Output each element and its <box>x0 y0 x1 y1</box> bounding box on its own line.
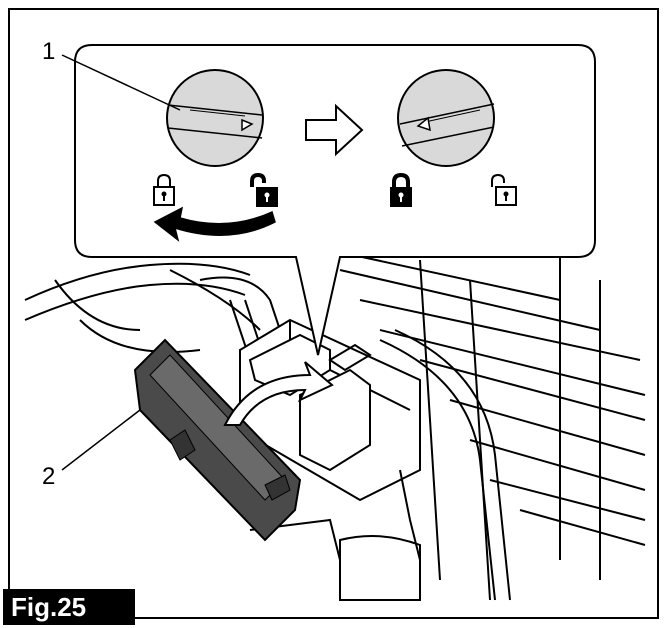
knob-locked <box>397 69 495 167</box>
figure-label: Fig.25 <box>3 589 135 625</box>
battery-cover <box>133 338 302 542</box>
direction-arrow <box>305 103 364 157</box>
figure-border <box>8 8 659 619</box>
callout-leader-1 <box>61 54 181 111</box>
cover-rotation-arrow <box>223 361 334 426</box>
knob-unlocked <box>166 69 264 167</box>
lock-closed-solid-icon <box>390 172 412 207</box>
counterclockwise-arrow <box>153 206 276 242</box>
lock-open-outline-icon-2 <box>491 173 517 206</box>
callout-2: 2 <box>42 463 56 490</box>
callout-leader-2 <box>61 409 141 471</box>
lock-open-outline-icon <box>153 173 175 206</box>
machine-frame-lines <box>24 249 646 601</box>
callout-1: 1 <box>42 38 56 65</box>
lock-open-solid-icon <box>250 172 278 207</box>
